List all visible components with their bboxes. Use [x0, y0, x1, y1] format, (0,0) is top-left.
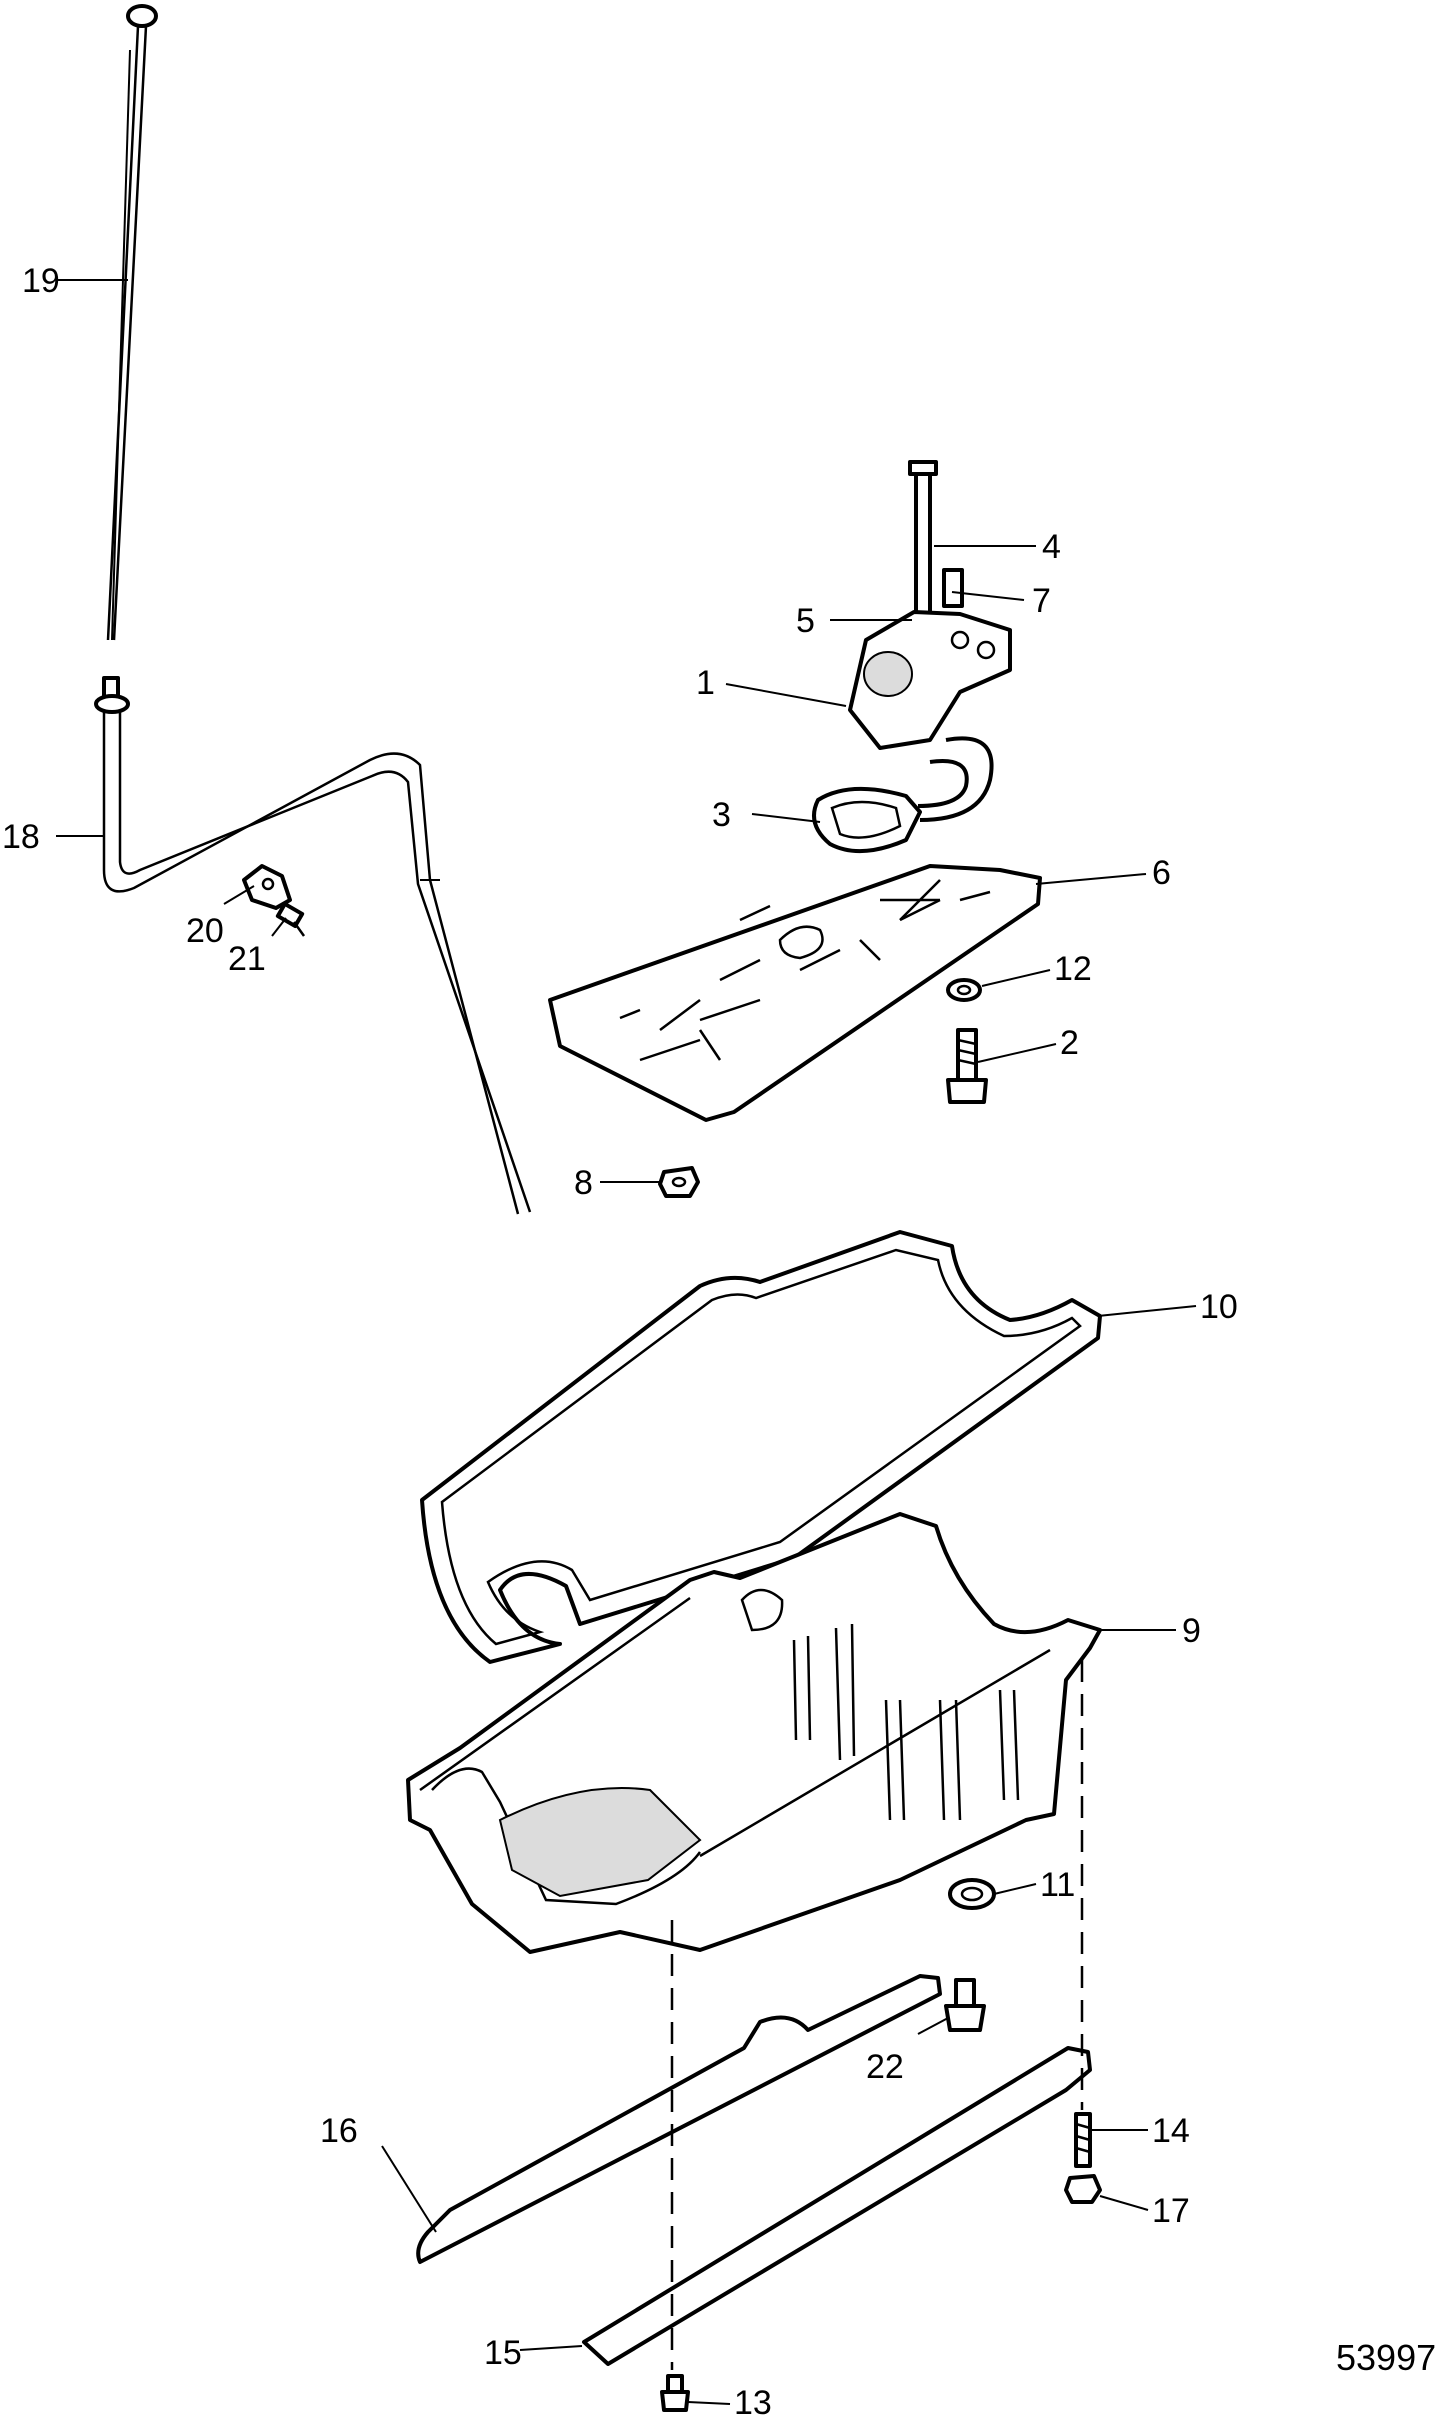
nut: [658, 1166, 700, 1198]
callout-6: 6: [1152, 854, 1171, 892]
callout-18: 18: [2, 818, 40, 856]
callout-22: 22: [866, 2048, 904, 2086]
callout-11: 11: [1040, 1866, 1075, 1904]
dipstick-tube: [94, 676, 532, 1215]
clip-bolt: [275, 901, 306, 937]
callout-15: 15: [484, 2334, 522, 2372]
oil-pump-screen: [812, 786, 922, 854]
callout-9: 9: [1182, 1612, 1201, 1650]
oil-pump-assembly: [848, 460, 1012, 822]
callout-2: 2: [1060, 1024, 1079, 1062]
callout-8: 8: [574, 1164, 593, 1202]
leader-lines: [56, 279, 1197, 2405]
washer: [946, 978, 982, 1002]
callout-3: 3: [712, 796, 731, 834]
callout-10: 10: [1200, 1288, 1238, 1326]
oil-pan: [406, 1512, 1102, 1954]
dipstick: [106, 4, 158, 641]
windage-tray: [548, 864, 1042, 1122]
callout-1: 1: [696, 664, 715, 702]
drain-plug: [944, 1978, 986, 2032]
oil-pan-gasket: [420, 1230, 1102, 1664]
callout-16: 16: [320, 2112, 358, 2150]
figure-number: 53997: [1336, 2337, 1436, 2378]
callout-19: 19: [22, 262, 60, 300]
stud: [1074, 2112, 1092, 2168]
callout-21: 21: [228, 940, 266, 978]
front-seal-gasket: [416, 1974, 942, 2264]
callout-4: 4: [1042, 528, 1061, 566]
callout-7: 7: [1032, 582, 1051, 620]
callout-12: 12: [1054, 950, 1092, 988]
drain-plug-gasket: [948, 1878, 996, 1910]
rear-seal-gasket: [582, 2046, 1092, 2366]
tube-clip: [242, 864, 292, 910]
callout-20: 20: [186, 912, 224, 950]
callout-14: 14: [1152, 2112, 1190, 2150]
stud-nut: [1064, 2174, 1102, 2204]
callout-5: 5: [796, 602, 815, 640]
tray-bolt: [946, 1028, 988, 1104]
callout-13: 13: [734, 2384, 772, 2416]
callout-17: 17: [1152, 2192, 1190, 2230]
pan-bolt: [660, 2374, 690, 2412]
